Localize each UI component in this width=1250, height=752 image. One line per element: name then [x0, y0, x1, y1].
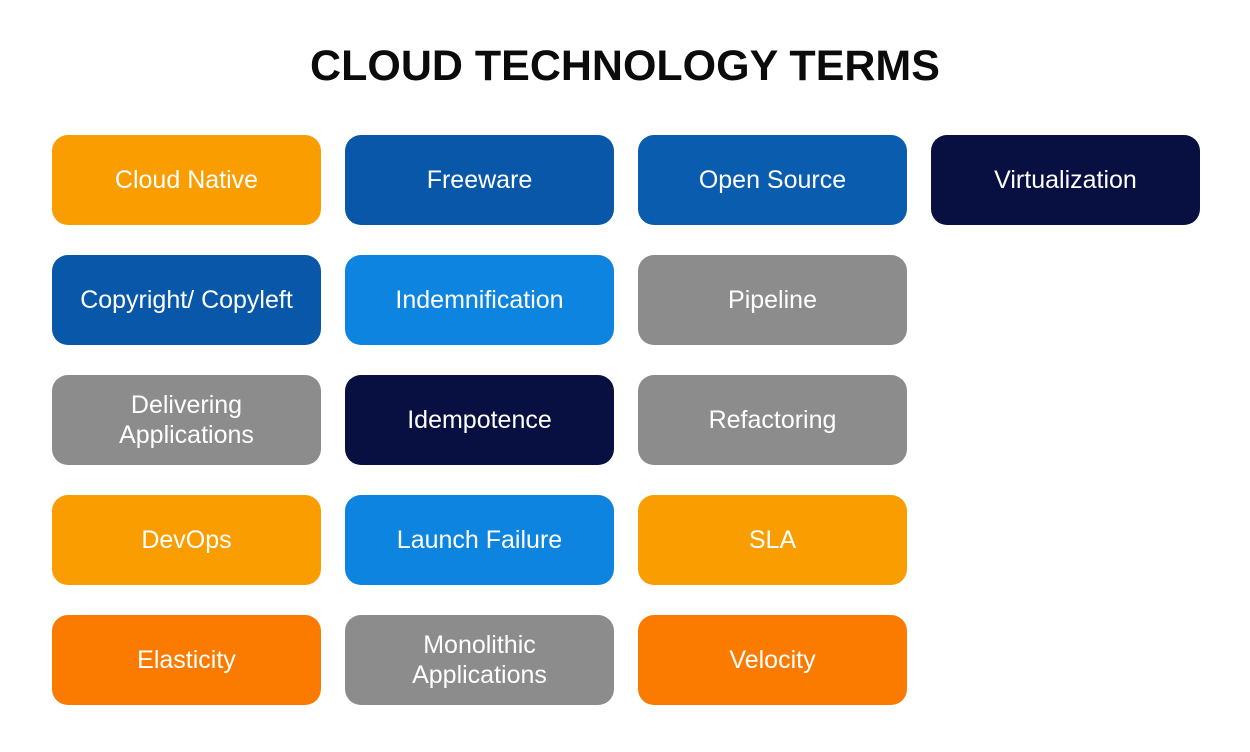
term-tile-cloud-native[interactable]: Cloud Native — [52, 135, 321, 225]
term-tile-open-source[interactable]: Open Source — [638, 135, 907, 225]
term-tile-monolithic-applications[interactable]: Monolithic Applications — [345, 615, 614, 705]
term-tile-refactoring[interactable]: Refactoring — [638, 375, 907, 465]
term-tile-label: Elasticity — [137, 646, 236, 674]
term-tile-label: Open Source — [698, 166, 847, 194]
term-tile-label: Delivering Applications — [119, 391, 254, 449]
term-tile-label: Pipeline — [728, 286, 817, 314]
page-title: CLOUD TECHNOLOGY TERMS — [310, 42, 940, 90]
term-tile-delivering-applications[interactable]: Delivering Applications — [52, 375, 321, 465]
term-tile-label: Monolithic Applications — [412, 631, 547, 689]
term-tile-idempotence[interactable]: Idempotence — [345, 375, 614, 465]
term-tile-label: SLA — [748, 526, 797, 554]
term-tile-velocity[interactable]: Velocity — [638, 615, 907, 705]
term-tile-label: Launch Failure — [396, 526, 563, 554]
term-tile-virtualization[interactable]: Virtualization — [931, 135, 1200, 225]
term-tile-label: Cloud Native — [114, 166, 259, 194]
term-tile-elasticity[interactable]: Elasticity — [52, 615, 321, 705]
term-tile-pipeline[interactable]: Pipeline — [638, 255, 907, 345]
term-tile-devops[interactable]: DevOps — [52, 495, 321, 585]
term-tile-label: DevOps — [141, 526, 232, 554]
term-tile-label: Refactoring — [708, 406, 837, 434]
term-tile-freeware[interactable]: Freeware — [345, 135, 614, 225]
term-tile-label: Idempotence — [407, 406, 552, 434]
term-tile-sla[interactable]: SLA — [638, 495, 907, 585]
term-tile-indemnification[interactable]: Indemnification — [345, 255, 614, 345]
term-tile-label: Freeware — [426, 166, 533, 194]
terms-grid: Cloud Native Freeware Open Source Virtualiz… — [52, 135, 1200, 705]
term-tile-label: Copyright/ Copyleft — [80, 286, 293, 314]
term-tile-label: Virtualization — [994, 166, 1137, 194]
term-tile-copyright-copyleft[interactable]: Copyright/ Copyleft — [52, 255, 321, 345]
term-tile-label: Indemnification — [395, 286, 564, 314]
term-tile-launch-failure[interactable]: Launch Failure — [345, 495, 614, 585]
term-tile-label: Velocity — [729, 646, 816, 674]
